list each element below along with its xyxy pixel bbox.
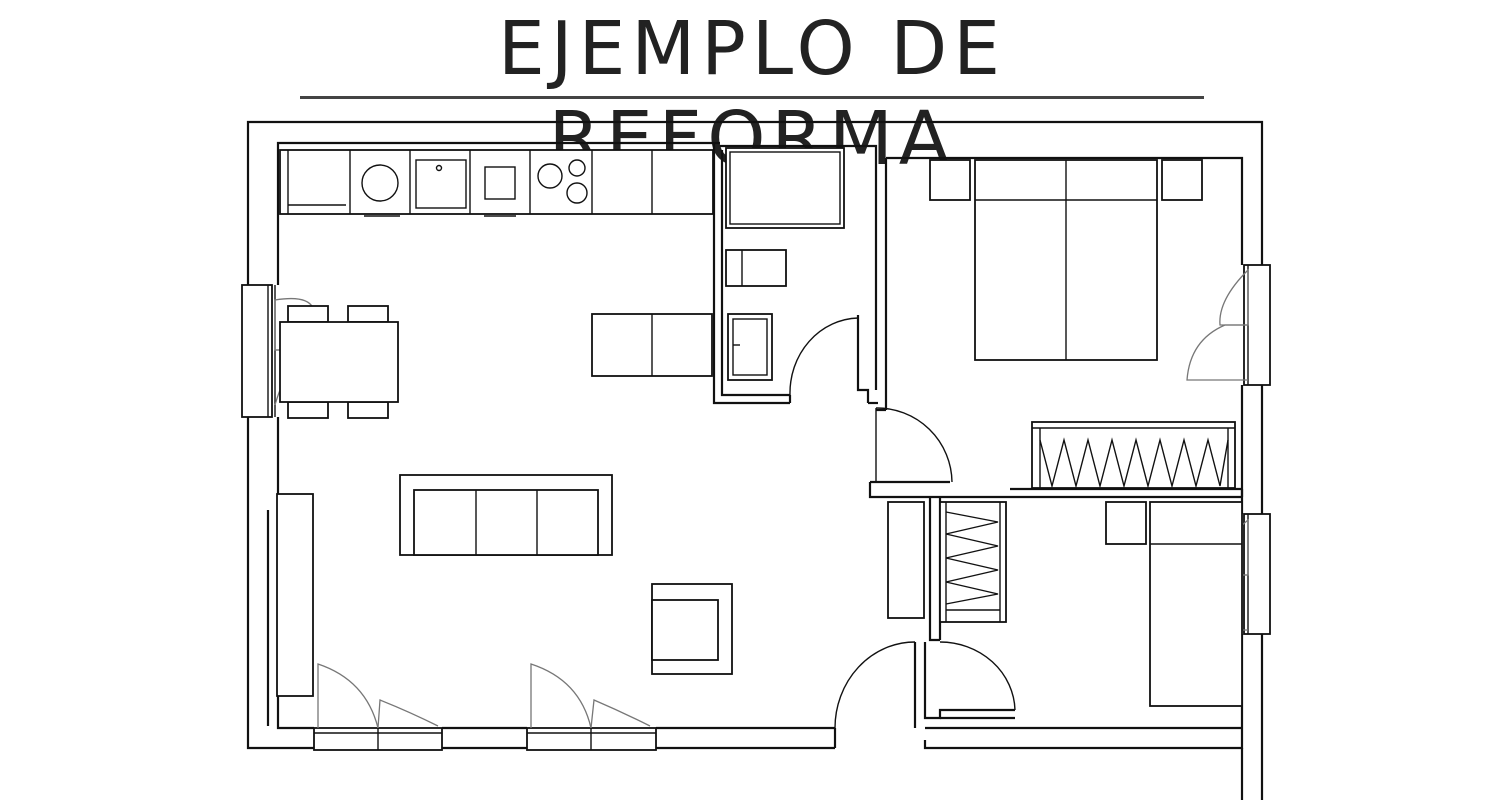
dining-table [279, 305, 399, 419]
wardrobe-2 [939, 501, 1007, 623]
interior-walls [712, 143, 1244, 728]
armchair [651, 583, 733, 675]
hall-console [887, 501, 925, 619]
cooktop-icon [537, 159, 588, 204]
oven-icon [484, 166, 516, 200]
plan-title: EJEMPLO DE REFORMA [498, 6, 1006, 182]
sofa [399, 474, 613, 556]
exterior-walls [246, 120, 1264, 800]
double-bed [929, 159, 1203, 361]
nightstand [1105, 501, 1147, 545]
title-underline [300, 96, 1204, 99]
pantry-furniture [725, 147, 845, 381]
tv-cabinet [276, 493, 314, 697]
sink-icon [415, 159, 467, 209]
wardrobe-1 [1031, 421, 1236, 489]
single-bed [1149, 501, 1243, 707]
kitchen-island [591, 313, 713, 377]
doors [789, 317, 1016, 729]
kitchen-counter [279, 149, 714, 215]
washing-machine-icon [361, 164, 399, 202]
